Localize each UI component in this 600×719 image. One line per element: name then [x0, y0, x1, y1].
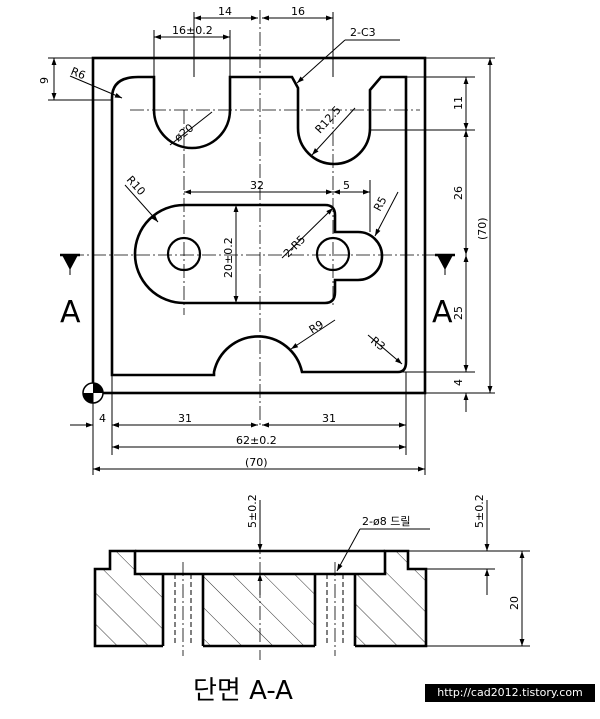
dim-5-tol-left: 5±0.2: [246, 494, 259, 528]
dim-31-left: 31: [178, 412, 192, 425]
section-label-right: A: [432, 295, 453, 330]
top-view: A A 14 16 16±0.2 2-C3 R6 9: [38, 5, 495, 475]
watermark: http://cad2012.tistory.com: [425, 684, 595, 702]
dim-70-horizontal: (70): [245, 456, 268, 469]
dim-20: 20: [508, 596, 521, 610]
dim-16-tol: 16±0.2: [172, 24, 213, 37]
dim-r9: R9: [307, 318, 326, 337]
dim-4-vertical: 4: [452, 379, 465, 386]
dim-62-tol: 62±0.2: [236, 434, 277, 447]
dim-r6: R6: [69, 65, 87, 83]
dim-26: 26: [452, 186, 465, 200]
leader-r3: [367, 334, 403, 365]
dim-31-right: 31: [322, 412, 336, 425]
leader-phi20: [169, 111, 213, 146]
leader-c3: [296, 39, 346, 84]
section-outline-right: [355, 549, 428, 648]
dim-chamfer: 2-C3: [350, 26, 376, 39]
section-view: 5±0.2 5±0.2 20 2-ø8 드릴 단면 A-A: [93, 494, 530, 706]
leader-r6: [69, 75, 123, 99]
outer-boundary: [91, 56, 427, 395]
dim-r5: R5: [371, 194, 389, 213]
leader-2r5: [281, 207, 334, 259]
section-label-left: A: [60, 295, 81, 330]
dim-r10: R10: [124, 173, 148, 198]
dim-25: 25: [452, 306, 465, 320]
dim-drill: 2-ø8 드릴: [362, 515, 410, 528]
slot-profile: [133, 203, 384, 305]
section-outline-left: [93, 549, 163, 648]
dim-r12-5: R12.5: [313, 103, 344, 136]
leader-r10: [124, 184, 159, 223]
dim-32: 32: [250, 179, 264, 192]
dim-16: 16: [291, 5, 305, 18]
dim-5: 5: [343, 179, 350, 192]
hatch-right-block: [355, 551, 426, 646]
leader-r5: [374, 191, 399, 237]
dim-11: 11: [452, 96, 465, 110]
leader-r12-5: [311, 107, 356, 156]
leader-r9: [290, 319, 336, 350]
pocket-profile: [110, 75, 408, 377]
dim-20-tol: 20±0.2: [222, 237, 235, 278]
dim-5-tol-right: 5±0.2: [473, 494, 486, 528]
dim-14: 14: [218, 5, 232, 18]
hatch-left-block: [95, 551, 163, 646]
dim-70-vertical: (70): [476, 217, 489, 240]
leader-drill: [336, 528, 361, 572]
dim-4-horizontal: 4: [99, 412, 106, 425]
hatch-center-block: [203, 574, 315, 646]
section-title: 단면 A-A: [193, 676, 293, 706]
dim-9: 9: [38, 77, 51, 84]
